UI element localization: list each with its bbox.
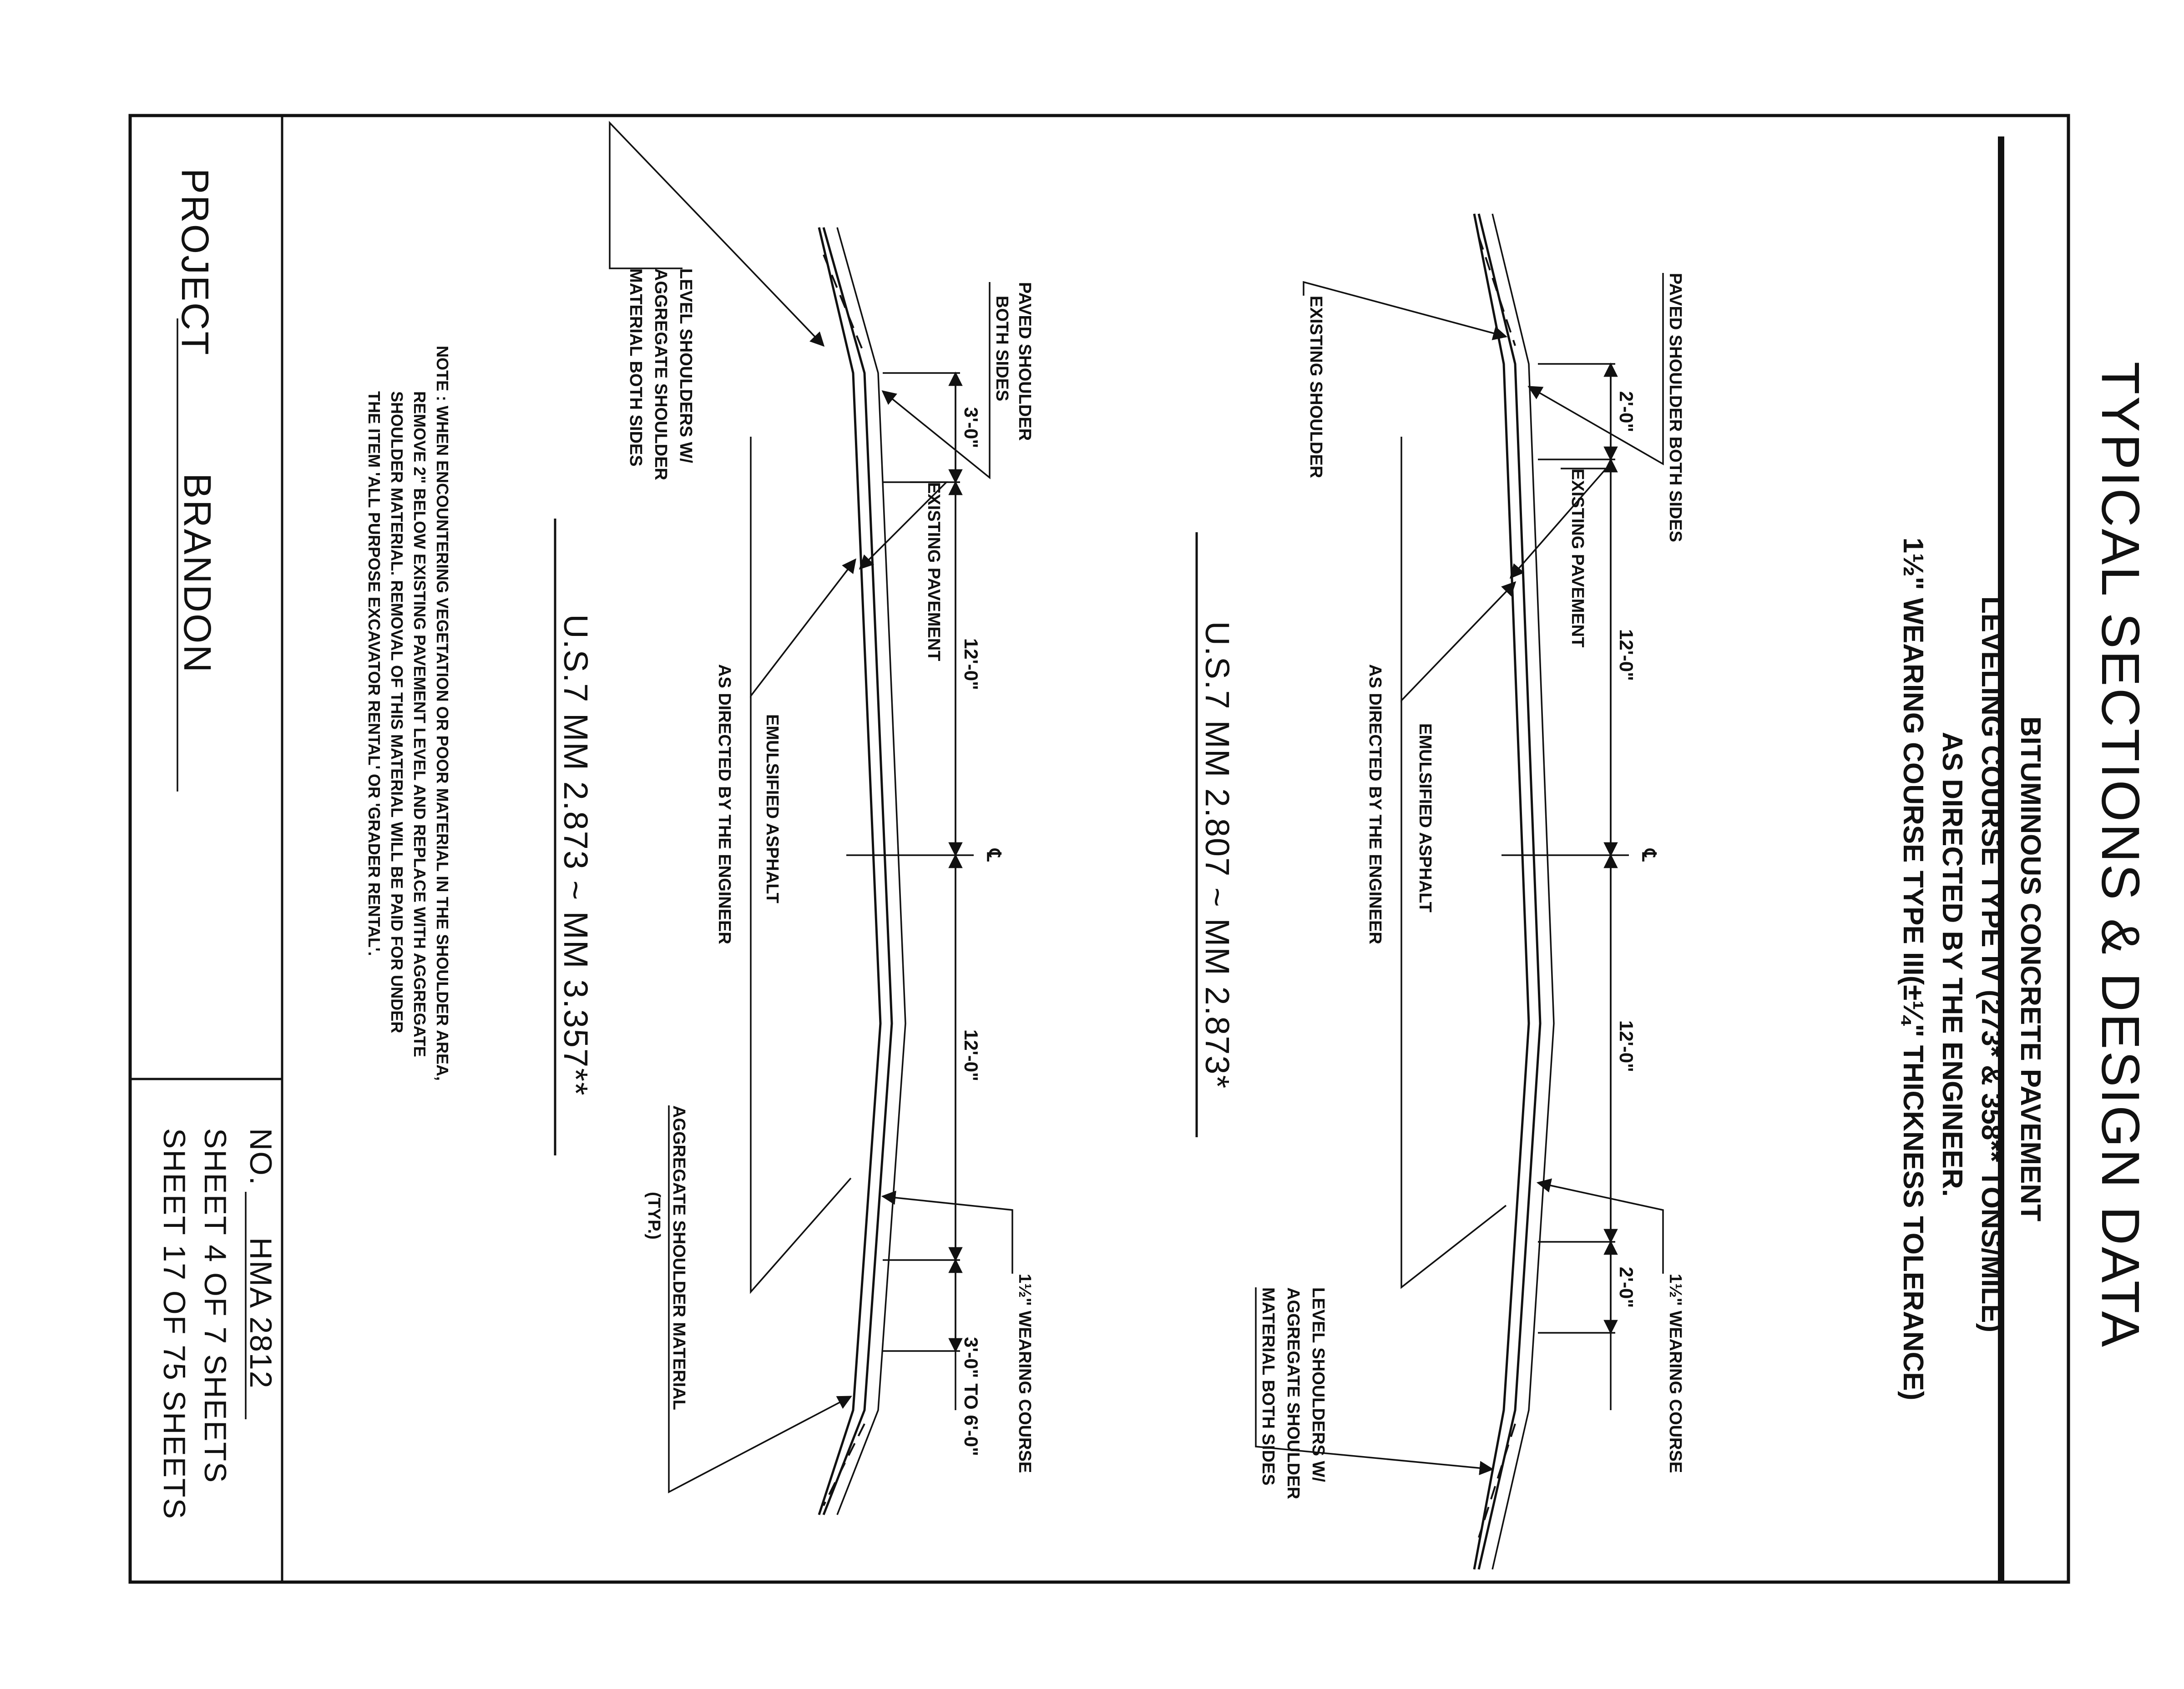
upper-section-label: U.S.7 MM 2.807 ~ MM 2.873* xyxy=(1198,621,1236,1089)
sheet-border xyxy=(128,114,2070,1584)
upper-shoulder-existing xyxy=(1478,236,1516,1538)
lower-pavement-bottom xyxy=(818,227,882,1515)
note-line-3: SHOULDER MATERIAL. REMOVAL OF THIS MATER… xyxy=(388,391,406,1033)
lower-emulsified-directed: AS DIRECTED BY THE ENGINEER xyxy=(715,664,734,944)
lower-dim-lane-left: 12'-0" xyxy=(961,638,982,690)
lower-overlay xyxy=(836,227,906,1515)
lower-wearing-course-label: 1½" WEARING COURSE xyxy=(1015,1274,1034,1473)
upper-existing-shoulder-label: EXISTING SHOULDER xyxy=(1306,296,1325,478)
upper-paved-shoulder-label: PAVED SHOULDER BOTH SIDES xyxy=(1666,273,1685,542)
upper-centerline: ℄ xyxy=(1638,848,1660,862)
sheet-line-2: SHEET 17 OF 75 SHEETS xyxy=(157,1128,192,1520)
project-label: PROJECT xyxy=(174,168,217,356)
sheet-title: TYPICAL SECTIONS & DESIGN DATA xyxy=(2090,362,2150,1349)
lower-dim-shoulder-right: 3'-0" TO 6'-0" xyxy=(961,1337,982,1456)
upper-pavement-bottom xyxy=(1473,213,1530,1570)
number-value: HMA 2812 xyxy=(243,1237,278,1389)
lower-level-2: AGGREGATE SHOULDER xyxy=(651,268,670,480)
note-line-2: REMOVE 2" BELOW EXISTING PAVEMENT LEVEL … xyxy=(410,391,429,1057)
project-name: BRANDON xyxy=(176,473,219,674)
lower-emulsified-label: EMULSIFIED ASPHALT xyxy=(763,714,782,903)
upper-dim-shoulder-right: 2'-0" xyxy=(1616,1267,1637,1308)
lower-section-label: U.S.7 MM 2.873 ~ MM 3.357** xyxy=(557,614,595,1096)
upper-level-1: LEVEL SHOULDERS W/ xyxy=(1309,1287,1328,1482)
note-block: NOTE : WHEN ENCOUNTERING VEGETATION OR P… xyxy=(365,346,452,1081)
number-label: NO. xyxy=(243,1128,278,1186)
upper-dim-shoulder-left: 2'-0" xyxy=(1616,391,1637,433)
lower-aggregate-2: (TYP.) xyxy=(644,1192,663,1240)
upper-level-2: AGGREGATE SHOULDER xyxy=(1284,1287,1303,1499)
note-line-4: THE ITEM 'ALL PURPOSE EXCAVATOR RENTAL' … xyxy=(365,391,384,956)
upper-level-3: MATERIAL BOTH SIDES xyxy=(1259,1287,1278,1486)
lower-centerline: ℄ xyxy=(983,848,1005,862)
upper-existing-pavement-label: EXISTING PAVEMENT xyxy=(1568,469,1587,647)
header-line-3: AS DIRECTED BY THE ENGINEER. xyxy=(1936,732,1968,1197)
upper-wearing-course-label: 1½" WEARING COURSE xyxy=(1666,1274,1685,1473)
section-lower: 3'-0" 12'-0" 12'-0" 3'-0" TO 6'-0" ℄ PAV… xyxy=(554,121,1034,1515)
lower-paved-shoulder-2: BOTH SIDES xyxy=(992,296,1011,401)
upper-overlay xyxy=(1491,213,1555,1570)
lower-existing-pavement-label: EXISTING PAVEMENT xyxy=(924,482,943,661)
upper-emulsified-directed: AS DIRECTED BY THE ENGINEER xyxy=(1365,664,1385,944)
lower-level-1: LEVEL SHOULDERS W/ xyxy=(676,268,695,463)
section-upper: 2'-0" 12'-0" 12'-0" 2'-0" ℄ PAVED SHOULD… xyxy=(1195,213,1685,1570)
lower-dim-shoulder-left: 3'-0" xyxy=(961,407,982,449)
lower-dim-lane-right: 12'-0" xyxy=(961,1029,982,1081)
upper-pavement-top xyxy=(1477,213,1542,1570)
sheet-line-1: SHEET 4 OF 7 SHEETS xyxy=(198,1128,233,1483)
lower-paved-shoulder-1: PAVED SHOULDER xyxy=(1015,282,1034,441)
lower-level-3: MATERIAL BOTH SIDES xyxy=(626,268,645,467)
lower-shoulder-existing xyxy=(823,254,865,1506)
header-line-4: 1½" WEARING COURSE TYPE III(±¼" THICKNES… xyxy=(1897,538,1929,1401)
note-line-1: NOTE : WHEN ENCOUNTERING VEGETATION OR P… xyxy=(433,346,452,1081)
upper-emulsified-label: EMULSIFIED ASPHALT xyxy=(1416,723,1435,913)
upper-dim-lane-right: 12'-0" xyxy=(1616,1020,1637,1072)
lower-pavement-top xyxy=(822,227,893,1515)
lower-aggregate-1: AGGREGATE SHOULDER MATERIAL xyxy=(669,1105,688,1410)
header-line-1: BITUMINOUS CONCRETE PAVEMENT xyxy=(2015,716,2046,1221)
upper-dim-lane-left: 12'-0" xyxy=(1616,629,1637,681)
header-line-2: LEVELING COURSE TYPE IV (273* & 358** TO… xyxy=(1976,596,2007,1332)
title-block: PROJECT BRANDON NO. HMA 2812 SHEET 4 OF … xyxy=(157,168,278,1520)
